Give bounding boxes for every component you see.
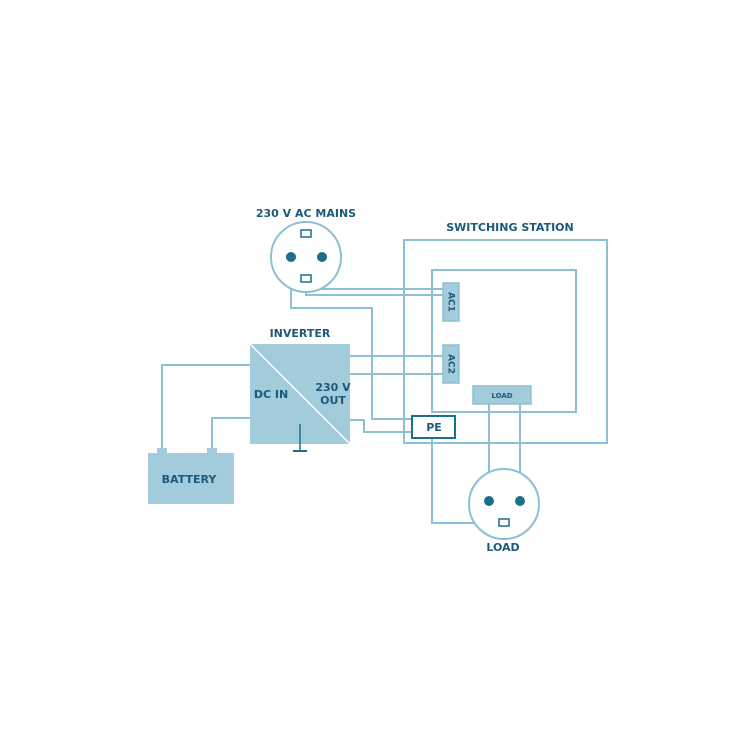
mains-socket [270, 221, 342, 293]
pe-label: PE [426, 421, 442, 434]
wire-battery-positive [211, 417, 250, 452]
load-terminal [472, 385, 532, 405]
load-socket-pin-right [515, 496, 525, 506]
dc-in-label: DC IN [254, 388, 288, 401]
ac1-terminal [442, 282, 460, 322]
battery-terminal-negative [157, 448, 167, 454]
load-socket [468, 468, 540, 540]
wire-mains-to-pe [290, 258, 412, 420]
pe-terminal [411, 415, 456, 439]
ac2-label: AC2 [446, 354, 456, 374]
inverter-diagonal [249, 343, 351, 445]
battery-label: BATTERY [162, 473, 218, 486]
load-socket-earth-slot [498, 518, 510, 527]
load-label: LOAD [486, 541, 519, 554]
mains-socket-earth-slot [300, 229, 312, 238]
switching-station-inner-frame [431, 269, 577, 413]
wire-battery-negative [161, 364, 250, 452]
switching-station-label: SWITCHING STATION [446, 221, 573, 234]
inverter-label: INVERTER [270, 327, 331, 340]
mains-label: 230 V AC MAINS [256, 207, 356, 220]
ac2-terminal [442, 344, 460, 384]
mains-socket-bottom-slot [300, 274, 312, 283]
load-socket-pin-left [484, 496, 494, 506]
mains-socket-pin-left [286, 252, 296, 262]
wire-mains-to-ac1-a [321, 280, 444, 290]
ac1-label: AC1 [446, 292, 456, 312]
battery-block [148, 453, 234, 504]
battery-terminal-positive [207, 448, 217, 454]
switching-station-outer-frame [403, 239, 608, 444]
output-voltage-label: 230 V [315, 381, 351, 394]
mains-socket-pin-right [317, 252, 327, 262]
output-label: OUT [320, 394, 346, 407]
wire-inverter-to-pe [350, 419, 412, 433]
load-terminal-label: LOAD [491, 392, 512, 400]
